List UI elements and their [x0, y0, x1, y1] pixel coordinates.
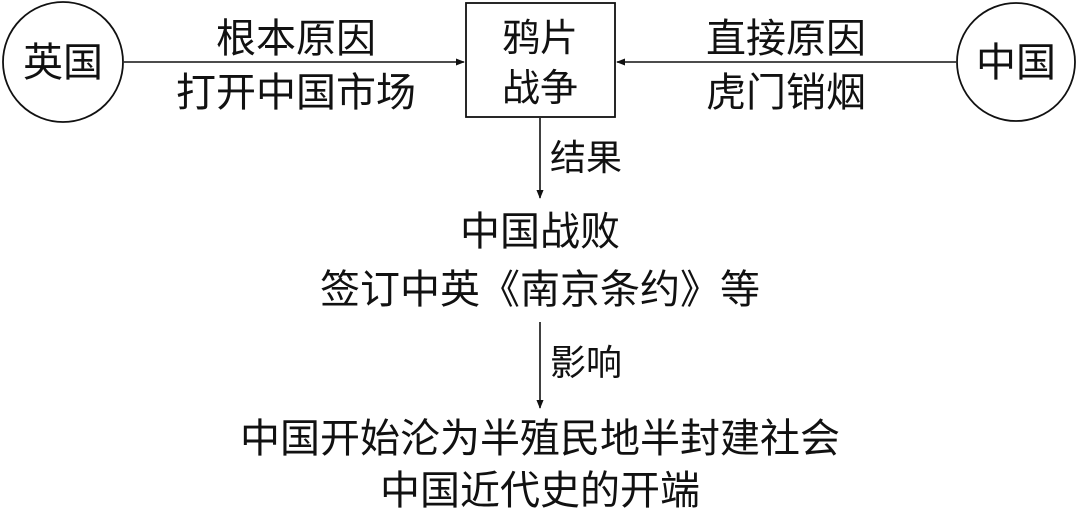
node-britain: 英国	[2, 1, 124, 123]
root-cause-detail: 打开中国市场	[176, 70, 416, 116]
britain-label: 英国	[23, 40, 103, 86]
edge-direct-cause: 直接原因 虎门销烟	[616, 16, 956, 116]
opium-war-line2: 战争	[502, 66, 578, 110]
impact-line1: 中国开始沦为半殖民地半封建社会	[240, 416, 840, 462]
edge-result: 结果	[536, 118, 622, 199]
node-china: 中国	[956, 2, 1076, 122]
direct-cause-detail: 虎门销烟	[706, 70, 866, 116]
result-line1: 中国战败	[460, 209, 620, 255]
impact-block: 中国开始沦为半殖民地半封建社会 中国近代史的开端	[240, 416, 840, 514]
opium-war-box	[465, 2, 616, 118]
edge-root-cause: 根本原因 打开中国市场	[124, 16, 465, 116]
impact-label: 影响	[550, 343, 622, 384]
impact-line2: 中国近代史的开端	[380, 468, 700, 514]
node-opium-war: 鸦片 战争	[465, 2, 616, 118]
result-block: 中国战败 签订中英《南京条约》等	[320, 209, 760, 313]
britain-circle	[2, 1, 124, 123]
china-label: 中国	[976, 40, 1056, 86]
result-line2: 签订中英《南京条约》等	[320, 267, 760, 313]
edge-impact: 影响	[536, 322, 622, 409]
china-circle	[956, 2, 1076, 122]
direct-cause-label: 直接原因	[706, 16, 866, 62]
root-cause-label: 根本原因	[216, 16, 376, 62]
opium-war-line1: 鸦片	[502, 16, 578, 60]
result-label: 结果	[550, 138, 622, 179]
